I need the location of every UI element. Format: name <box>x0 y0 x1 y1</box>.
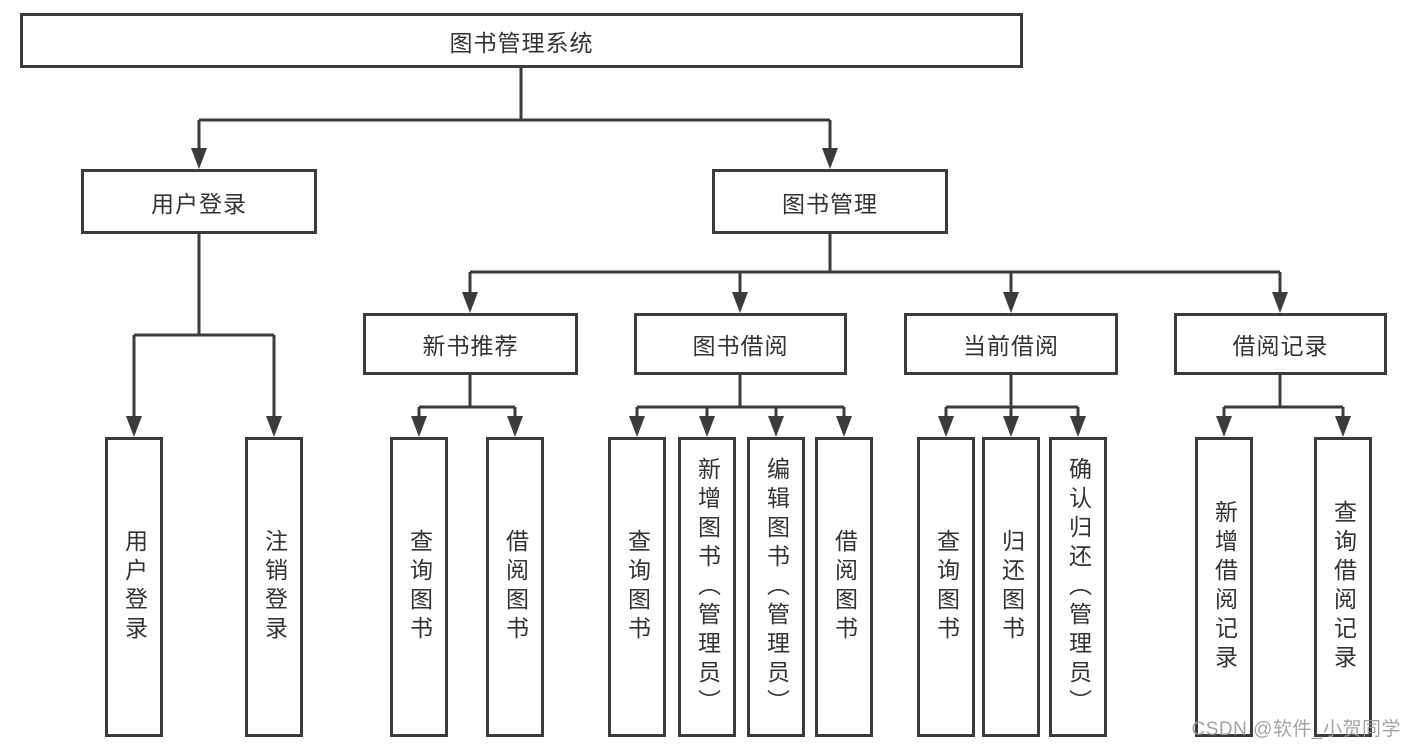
node-borrowing-records-label: 借阅记录 <box>1232 333 1329 359</box>
node-root-system: 图书管理系统 <box>20 13 1023 68</box>
leaf-borrow-add-books-admin: 新增图书（管理员） <box>678 437 736 737</box>
node-user-login-group: 用户登录 <box>81 169 317 234</box>
csdn-watermark: CSDN @软件_小贺同学 <box>1191 719 1401 740</box>
leaf-newbook-query-books: 查询图书 <box>390 437 448 737</box>
node-root-label: 图书管理系统 <box>449 29 594 56</box>
leaf-records-add-record-label: 新增借阅记录 <box>1211 500 1238 674</box>
node-current-borrowing: 当前借阅 <box>904 313 1118 375</box>
node-book-management-label: 图书管理 <box>782 190 878 217</box>
leaf-logout-label: 注销登录 <box>261 529 288 645</box>
tree-edges <box>132 68 1345 419</box>
node-book-management: 图书管理 <box>712 169 948 234</box>
leaf-records-add-record: 新增借阅记录 <box>1195 437 1253 737</box>
leaf-logout: 注销登录 <box>245 437 303 737</box>
leaf-current-query-books-label: 查询图书 <box>933 529 960 645</box>
node-new-book-recommendation: 新书推荐 <box>363 313 578 375</box>
leaf-current-return-books-label: 归还图书 <box>998 529 1025 645</box>
leaf-borrow-borrow-books-label: 借阅图书 <box>831 529 858 645</box>
leaf-borrow-query-books: 查询图书 <box>608 437 666 737</box>
node-borrowing-records: 借阅记录 <box>1174 313 1387 375</box>
leaf-records-query-record: 查询借阅记录 <box>1314 437 1372 737</box>
leaf-borrow-edit-books-admin-label: 编辑图书（管理员） <box>763 456 790 718</box>
leaf-current-query-books: 查询图书 <box>917 437 975 737</box>
node-book-borrowing-label: 图书借阅 <box>692 333 789 359</box>
leaf-user-login-label: 用户登录 <box>121 529 148 645</box>
arrowhead-icons <box>126 148 1351 437</box>
node-current-borrowing-label: 当前借阅 <box>963 333 1059 359</box>
leaf-borrow-add-books-admin-label: 新增图书（管理员） <box>694 456 721 718</box>
leaf-borrow-query-books-label: 查询图书 <box>624 529 651 645</box>
leaf-current-confirm-return-admin-label: 确认归还（管理员） <box>1065 456 1092 718</box>
leaf-current-return-books: 归还图书 <box>982 437 1040 737</box>
node-book-borrowing: 图书借阅 <box>634 313 847 375</box>
leaf-borrow-borrow-books: 借阅图书 <box>815 437 873 737</box>
node-user-login-group-label: 用户登录 <box>151 190 247 217</box>
leaf-newbook-borrow-books-label: 借阅图书 <box>502 529 529 645</box>
leaf-user-login: 用户登录 <box>105 437 163 737</box>
leaf-newbook-query-books-label: 查询图书 <box>406 529 433 645</box>
leaf-current-confirm-return-admin: 确认归还（管理员） <box>1049 437 1107 737</box>
node-new-book-recommendation-label: 新书推荐 <box>422 333 519 359</box>
leaf-newbook-borrow-books: 借阅图书 <box>486 437 544 737</box>
leaf-borrow-edit-books-admin: 编辑图书（管理员） <box>747 437 805 737</box>
leaf-records-query-record-label: 查询借阅记录 <box>1330 500 1357 674</box>
